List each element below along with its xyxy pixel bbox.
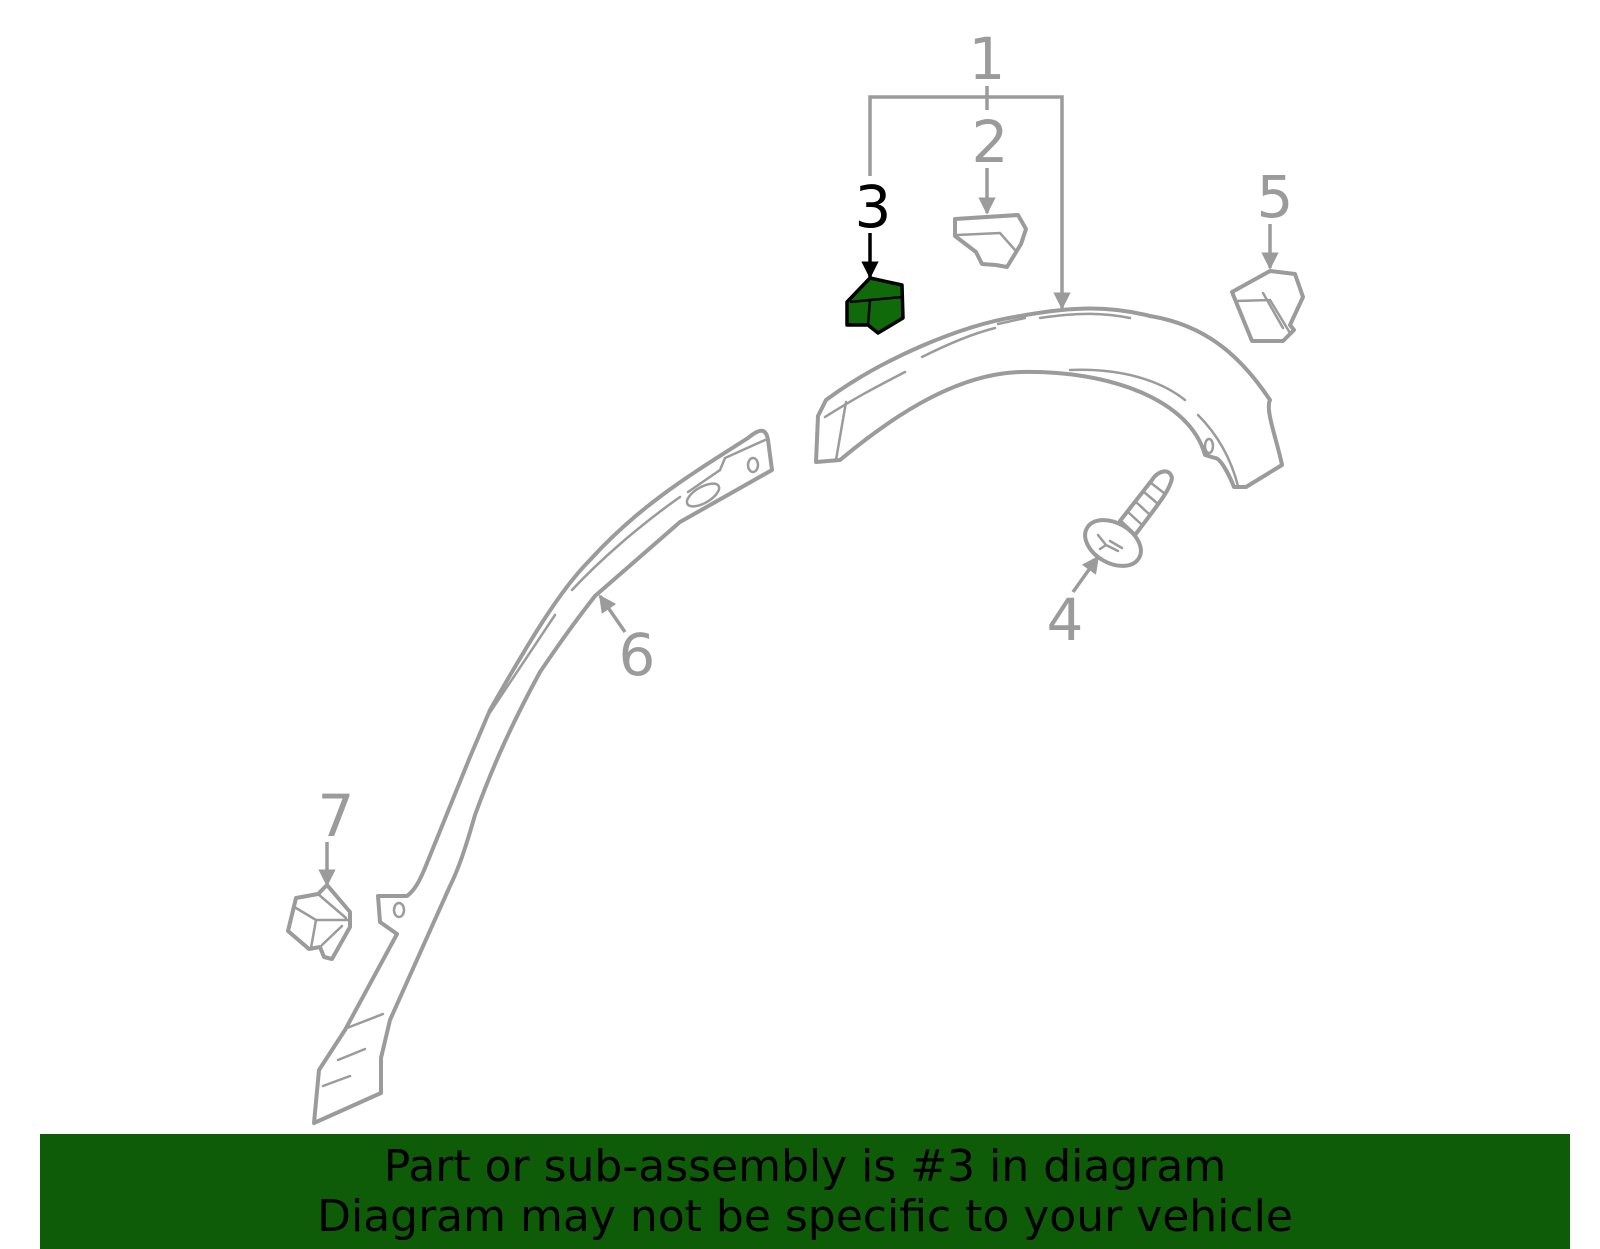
part-2-clip xyxy=(953,213,1028,269)
part-4-screw xyxy=(1083,469,1174,568)
part-3-clip-highlighted xyxy=(845,276,905,335)
banner-line-2: Diagram may not be specific to your vehi… xyxy=(317,1190,1293,1242)
part-7-clip xyxy=(286,883,352,961)
callout-label-6: 6 xyxy=(619,621,656,689)
part-5-clip xyxy=(1230,269,1305,343)
part-1-wheel-arch-moulding xyxy=(814,306,1284,489)
callout-1-bracket xyxy=(868,86,1071,310)
callout-label-7: 7 xyxy=(318,782,355,850)
info-banner: Part or sub-assembly is #3 in diagram Di… xyxy=(40,1134,1570,1249)
callout-label-5: 5 xyxy=(1257,163,1294,231)
callout-label-1: 1 xyxy=(969,25,1006,93)
part-6-lower-arch-moulding xyxy=(312,428,774,1125)
callout-label-2: 2 xyxy=(972,108,1009,176)
banner-line-1: Part or sub-assembly is #3 in diagram xyxy=(383,1140,1227,1192)
callout-label-3: 3 xyxy=(855,173,892,241)
callout-label-4: 4 xyxy=(1047,586,1084,654)
callout-6-leader xyxy=(598,594,627,633)
callout-4-leader xyxy=(1071,555,1100,594)
